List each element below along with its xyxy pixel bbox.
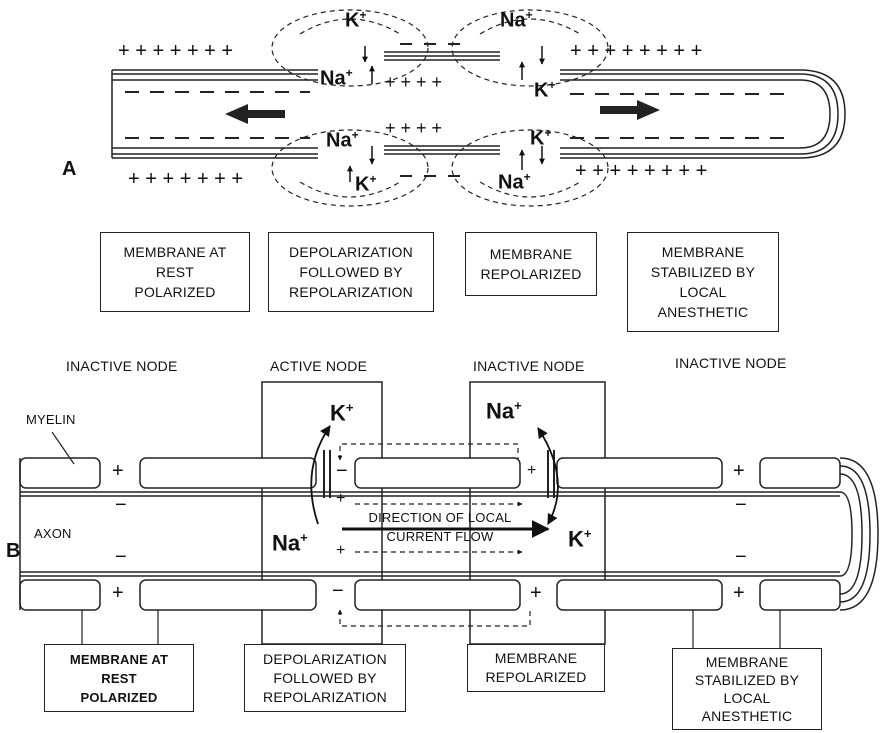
current-flow-label: DIRECTION OF LOCAL CURRENT FLOW: [350, 508, 530, 546]
panel-b-charge-minus-3: −: [336, 460, 348, 483]
node-label-4: INACTIVE NODE: [675, 355, 787, 371]
panel-a-outer-charges-bottom-right: + + + + + + + +: [575, 160, 707, 183]
panel-a-outer-charges-bottom-left: + + + + + + +: [128, 168, 243, 191]
panel-b-ion-k-bottom: K+: [568, 526, 591, 552]
myelin-label: MYELIN: [26, 412, 76, 427]
panel-b-charge-plus-2: +: [112, 582, 124, 605]
panel-b-charge-minus-5: −: [735, 494, 747, 517]
panel-a-outer-charges-top-left: + + + + + + +: [118, 40, 233, 63]
panel-a-propagation-arrows: [225, 100, 660, 124]
panel-a-caption-depolarization: DEPOLARIZATION FOLLOWED BY REPOLARIZATIO…: [268, 232, 434, 312]
panel-a-current-loops: [272, 10, 608, 206]
panel-b-charge-minus-4: −: [332, 580, 344, 603]
panel-b-caption-stems: [82, 610, 780, 648]
panel-b-charge-plus-7: +: [733, 460, 745, 483]
panel-b-caption-depolarization: DEPOLARIZATION FOLLOWED BY REPOLARIZATIO…: [244, 644, 406, 712]
panel-a-caption-repolarized: MEMBRANE REPOLARIZED: [465, 232, 597, 296]
panel-a-ion-na-top-right: Na+: [500, 8, 533, 33]
panel-b-ion-na-top: Na+: [486, 398, 522, 424]
panel-a-caption-rest: MEMBRANE AT REST POLARIZED: [100, 232, 250, 312]
axon-label: AXON: [34, 526, 72, 541]
panel-a-outer-charges-top-right: + + + + + + + +: [570, 40, 702, 63]
panel-a-caption-anesthetic: MEMBRANE STABILIZED BY LOCAL ANESTHETIC: [627, 232, 779, 332]
panel-a-letter: A: [62, 158, 76, 181]
panel-b-letter: B: [6, 540, 20, 563]
panel-a-ion-arrows: [350, 46, 542, 182]
panel-a-inner-charges-mid-upper: + + + +: [385, 72, 442, 93]
panel-a-inner-charges-mid-lower: + + + +: [385, 118, 442, 139]
panel-b-caption-anesthetic: MEMBRANE STABILIZED BY LOCAL ANESTHETIC: [672, 648, 822, 730]
node-label-2: ACTIVE NODE: [270, 358, 367, 374]
panel-b-charge-plus-6: +: [530, 582, 542, 605]
panel-a-ion-na-top: Na+: [320, 66, 353, 91]
panel-b-ion-k-top: K+: [330, 400, 353, 426]
panel-b-charge-plus-8: +: [733, 582, 745, 605]
panel-a-ion-k-top: K+: [345, 8, 366, 33]
panel-a-inner-charges: [125, 44, 784, 176]
panel-a-ion-na-bottom-right: Na+: [498, 170, 531, 195]
panel-b-charge-minus-1: −: [115, 494, 127, 517]
panel-a-ion-k-top-right: K+: [534, 78, 555, 103]
panel-b-charge-plus-5: +: [527, 462, 536, 480]
node-label-3: INACTIVE NODE: [473, 358, 585, 374]
panel-a-ion-na-bottom: Na+: [326, 128, 359, 153]
panel-b-charge-plus-4: +: [336, 542, 345, 560]
node-label-1: INACTIVE NODE: [66, 358, 178, 374]
panel-b-charge-minus-6: −: [735, 546, 747, 569]
panel-b-charge-minus-2: −: [115, 546, 127, 569]
panel-b-charge-plus-3: +: [336, 490, 345, 508]
panel-a-axon: [112, 52, 845, 158]
panel-b-ion-na-bottom: Na+: [272, 530, 308, 556]
panel-a-ion-k-bottom: K+: [355, 172, 376, 197]
panel-b-caption-repolarized: MEMBRANE REPOLARIZED: [467, 644, 605, 692]
panel-b-charge-plus-1: +: [112, 460, 124, 483]
panel-a-ion-k-bottom-right: K+: [530, 126, 551, 151]
panel-b-caption-rest: MEMBRANE AT REST POLARIZED: [44, 644, 194, 712]
